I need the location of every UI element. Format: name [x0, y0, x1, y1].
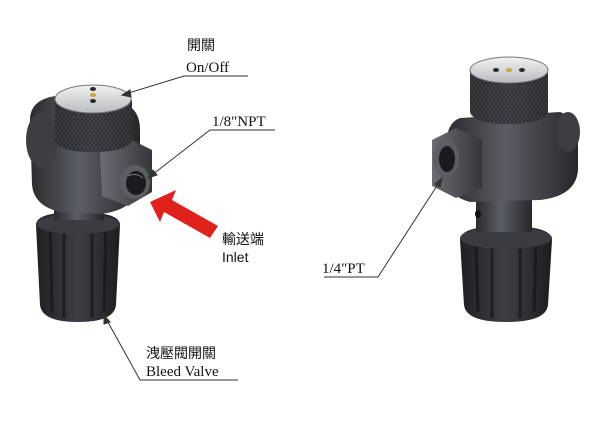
label-on-off-en: On/Off — [186, 60, 229, 76]
left-valve — [26, 84, 152, 322]
right-bleed-hole — [475, 210, 481, 218]
bleed-knob — [36, 212, 120, 322]
label-inlet-zh: 輸送端 — [222, 231, 264, 247]
right-body — [432, 112, 580, 202]
label-inlet-en: Inlet — [222, 249, 249, 265]
leader-lines — [103, 75, 443, 381]
label-on-off-zh: 開關 — [187, 37, 215, 53]
leader-outlet-thread — [324, 177, 443, 278]
right-neck — [476, 196, 532, 232]
leader-bleed — [103, 314, 238, 381]
label-bleed-zh: 洩壓閥開關 — [146, 345, 216, 361]
label-inlet-thread: 1/8"NPT — [212, 114, 266, 130]
label-bleed-en: Bleed Valve — [146, 364, 219, 380]
on-off-knob — [54, 84, 132, 152]
leader-inlet-thread — [147, 129, 275, 179]
inlet-arrow — [150, 190, 218, 238]
right-top-knob — [469, 56, 549, 124]
label-outlet-thread: 1/4"PT — [322, 261, 365, 277]
right-valve — [432, 56, 580, 322]
leader-on-off — [121, 75, 248, 96]
right-bleed-knob — [460, 226, 552, 322]
